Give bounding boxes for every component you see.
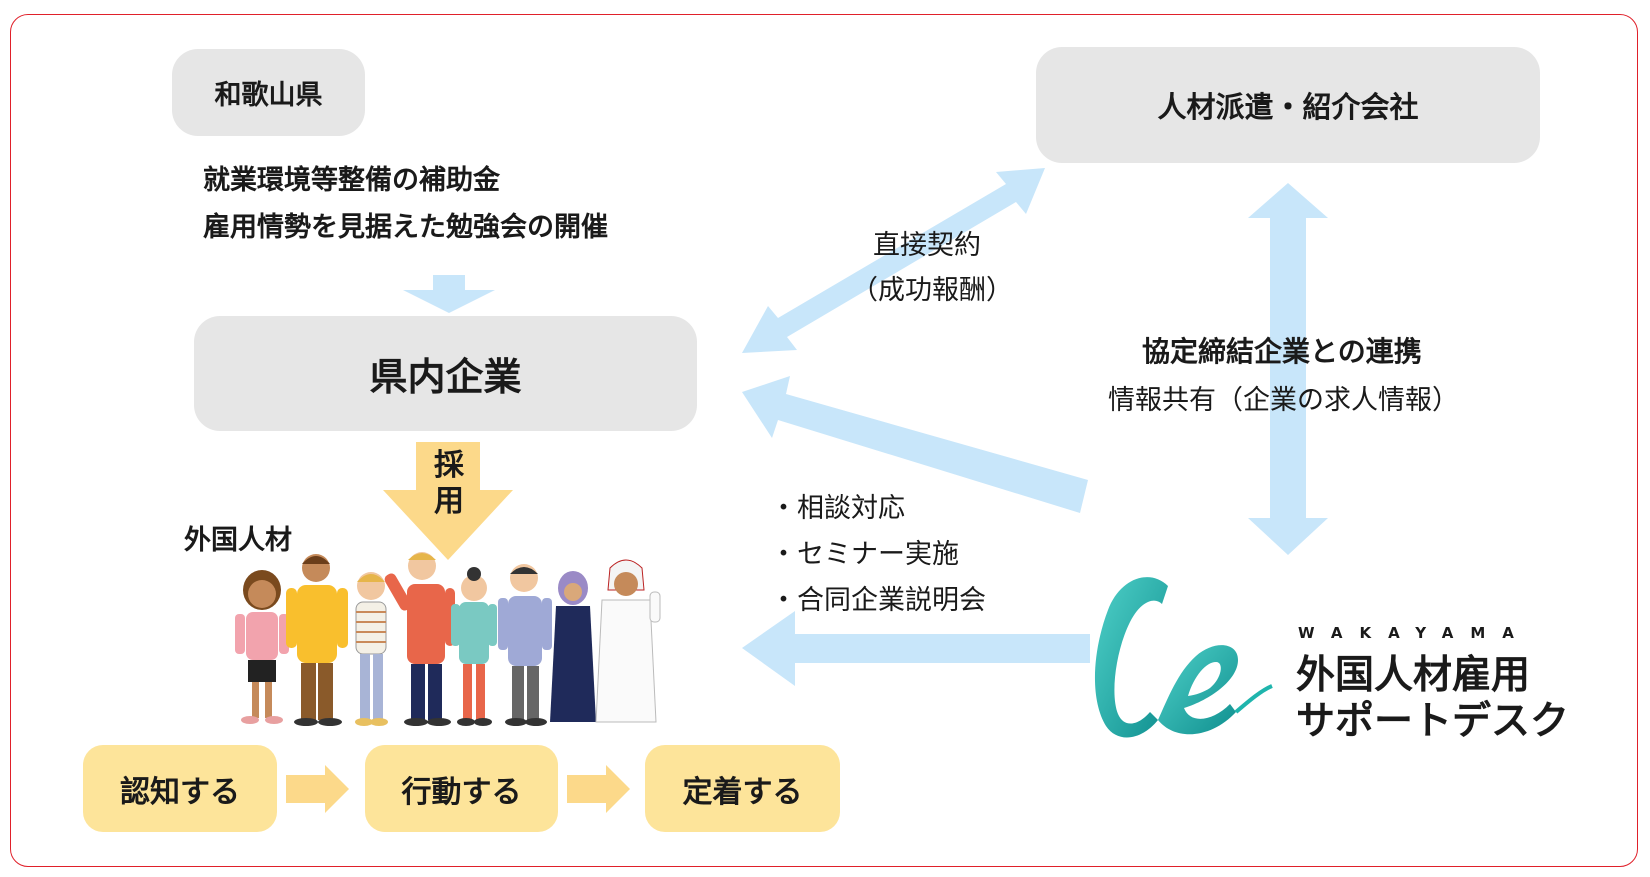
arrow-step-1 [286, 765, 349, 813]
step-recognize: 認知する [83, 745, 277, 832]
person-7 [550, 571, 596, 722]
foreign-talent-label: 外国人材 [184, 525, 292, 556]
person-1 [235, 570, 289, 724]
staffing-box: 人材派遣・紹介会社 [1036, 47, 1540, 163]
direct-contract-label: 直接契約 [873, 230, 981, 261]
success-fee-label: （成功報酬） [851, 275, 1013, 306]
outer-frame [10, 14, 1638, 867]
person-2 [286, 554, 348, 726]
service-job-fair: ・合同企業説明会 [770, 585, 986, 616]
person-5 [451, 567, 497, 726]
companies-box: 県内企業 [194, 316, 697, 431]
desk-wakayama: WAKAYAMA [1298, 624, 1531, 642]
service-consultation: ・相談対応 [770, 493, 905, 524]
arrow-desk-to-talent [742, 611, 1090, 686]
person-8 [595, 559, 661, 723]
person-6 [498, 564, 552, 726]
person-3 [355, 572, 388, 726]
arrow-step-2 [567, 765, 630, 813]
arrow-partnership [1248, 183, 1328, 555]
partnership-title: 協定締結企業との連携 [1142, 335, 1422, 368]
arrow-pref-to-companies [403, 275, 495, 313]
step-act: 行動する [365, 745, 558, 832]
staffing-label: 人材派遣・紹介会社 [1157, 90, 1419, 124]
desk-name-line1: 外国人材雇用 [1296, 653, 1531, 698]
desk-name-line2: サポートデスク [1296, 699, 1570, 744]
pref-support-2: 雇用情勢を見据えた勉強会の開催 [203, 212, 608, 243]
partnership-desc: 情報共有（企業の求人情報） [1108, 385, 1459, 416]
service-seminar: ・セミナー実施 [770, 539, 959, 570]
companies-label: 県内企業 [369, 355, 522, 399]
wakayama-pref-box: 和歌山県 [172, 49, 365, 136]
arrow-desk-to-companies [742, 376, 1088, 513]
arrow-hire [383, 442, 513, 560]
pref-support-1: 就業環境等整備の補助金 [203, 165, 500, 196]
wakayama-pref-label: 和歌山県 [214, 80, 323, 111]
hire-label: 採用 [434, 448, 464, 519]
step-settle: 定着する [645, 745, 840, 832]
arrow-direct-contract [742, 168, 1045, 353]
